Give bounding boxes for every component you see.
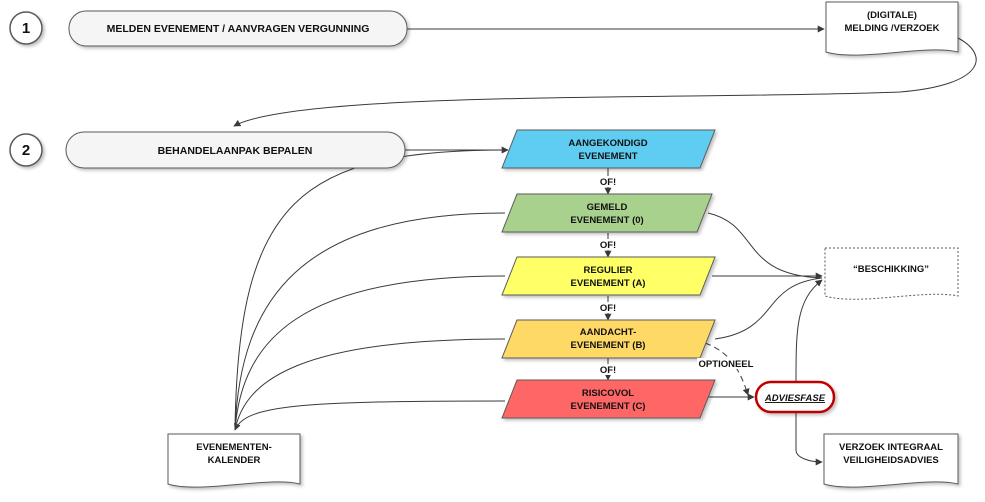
category-aandacht-line1: AANDACHT- xyxy=(580,327,636,338)
of-label-2: OF! xyxy=(600,240,616,251)
step-marker-2: 2 xyxy=(9,133,43,167)
process-behandel-label: BEHANDELAANPAK BEPALEN xyxy=(158,145,313,157)
of-label-1: OF! xyxy=(600,177,616,188)
arrow-regulier-to-kalender xyxy=(234,275,506,431)
category-aandacht: AANDACHT- EVENEMENT (B) xyxy=(501,319,716,359)
document-melding-line1: (DIGITALE) xyxy=(867,10,917,21)
document-verzoek-line1: VERZOEK INTEGRAAL xyxy=(839,442,943,453)
category-aangekondigd: AANGEKONDIGD EVENEMENT xyxy=(501,129,716,169)
step-number-1: 1 xyxy=(22,20,30,37)
document-beschikking: “BESCHIKKING” xyxy=(824,247,959,300)
document-digitale-melding: (DIGITALE) MELDING /VERZOEK xyxy=(825,1,959,56)
step-marker-1: 1 xyxy=(9,11,43,45)
adviesfase-label: ADVIESFASE xyxy=(764,393,826,404)
document-beschikking-label: “BESCHIKKING” xyxy=(853,264,929,275)
category-risicovol: RISICOVOL EVENEMENT (C) xyxy=(501,379,716,419)
process-melden-label: MELDEN EVENEMENT / AANVRAGEN VERGUNNING xyxy=(107,23,370,35)
arrow-melding-to-behandel xyxy=(233,37,977,127)
arrow-adviesfase-to-verzoek xyxy=(795,412,823,466)
arrow-aandacht-to-kalender xyxy=(234,338,506,431)
document-melding-line2: MELDING /VERZOEK xyxy=(844,23,939,34)
category-regulier-line1: REGULIER xyxy=(583,265,632,276)
adviesfase-node: ADVIESFASE xyxy=(754,380,836,414)
arrow-gemeld-to-beschikking xyxy=(707,212,823,279)
category-regulier: REGULIER EVENEMENT (A) xyxy=(501,256,716,296)
document-verzoek-veiligheidsadvies: VERZOEK INTEGRAAL VEILIGHEIDSADVIES xyxy=(823,433,959,488)
document-evenementenkalender: EVENEMENTEN- KALENDER xyxy=(167,433,301,488)
category-risicovol-line2: EVENEMENT (C) xyxy=(571,401,646,412)
document-kalender-line2: KALENDER xyxy=(208,455,261,466)
category-regulier-line2: EVENEMENT (A) xyxy=(571,278,646,289)
process-behandel: BEHANDELAANPAK BEPALEN xyxy=(65,131,406,169)
category-gemeld-line2: EVENEMENT (0) xyxy=(570,215,643,226)
category-gemeld-line1: GEMELD xyxy=(587,202,628,213)
arrow-adviesfase-to-beschikking xyxy=(795,279,823,383)
arrow-gemeld-to-kalender xyxy=(234,212,506,431)
arrow-aangekondigd-to-kalender xyxy=(234,149,509,431)
step-number-2: 2 xyxy=(22,142,30,159)
optioneel-label: OPTIONEEL xyxy=(699,359,754,370)
of-label-4: OF! xyxy=(600,365,616,376)
category-aandacht-line2: EVENEMENT (B) xyxy=(571,340,646,351)
document-kalender-line1: EVENEMENTEN- xyxy=(196,442,271,453)
category-aangekondigd-line2: EVENEMENT xyxy=(578,151,637,162)
of-label-3: OF! xyxy=(600,303,616,314)
connectors xyxy=(233,25,977,466)
category-gemeld: GEMELD EVENEMENT (0) xyxy=(501,193,713,233)
category-risicovol-line1: RISICOVOL xyxy=(582,388,634,399)
category-aangekondigd-line1: AANGEKONDIGD xyxy=(568,138,647,149)
arrow-risicovol-to-kalender xyxy=(234,400,506,431)
of-labels: OF! OF! OF! OF! xyxy=(595,176,621,376)
category-list: AANGEKONDIGD EVENEMENT GEMELD EVENEMENT … xyxy=(501,129,716,419)
document-verzoek-line2: VEILIGHEIDSADVIES xyxy=(843,455,939,466)
process-melden: MELDEN EVENEMENT / AANVRAGEN VERGUNNING xyxy=(68,10,408,47)
arrow-aandacht-to-beschikking xyxy=(714,277,823,340)
